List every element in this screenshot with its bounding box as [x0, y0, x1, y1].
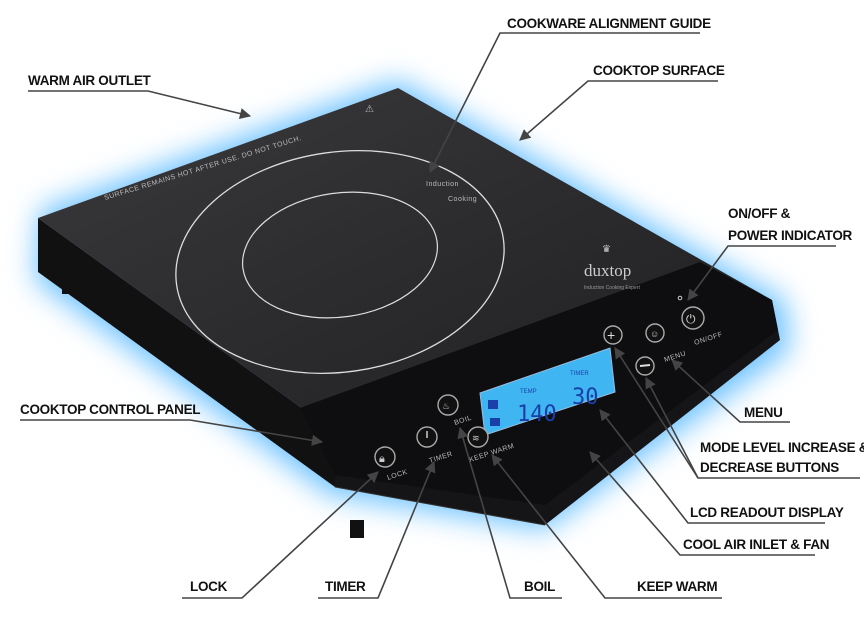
label-mode-increase: MODE LEVEL INCREASE & — [700, 440, 864, 455]
keep-warm-icon: ≋ — [472, 433, 480, 443]
label-power-indicator: POWER INDICATOR — [728, 228, 853, 243]
brand-tagline: Induction Cooking Expert — [584, 285, 640, 291]
callout-cooktop-control-panel: COOKTOP CONTROL PANEL — [20, 402, 324, 446]
plus-icon: + — [607, 327, 615, 343]
cooktop-body: Induction Cooking SURFACE REMAINS HOT AF… — [38, 88, 780, 538]
callout-cookware-alignment-guide: COOKWARE ALIGNMENT GUIDE — [429, 16, 711, 174]
label-lock: LOCK — [190, 579, 228, 594]
callout-warm-air-outlet: WARM AIR OUTLET — [28, 73, 252, 120]
outer-guide-ring — [175, 150, 505, 374]
left-side-face — [38, 218, 335, 487]
power-icon: ⏻ — [686, 312, 696, 326]
lcd-temp-label: TEMP — [520, 389, 537, 395]
callout-cooktop-surface: COOKTOP SURFACE — [519, 63, 725, 141]
callout-keep-warm: KEEP WARM — [491, 454, 722, 599]
warning-triangle-icon: ⚠ — [365, 104, 374, 115]
label-cooktop-control-panel: COOKTOP CONTROL PANEL — [20, 402, 200, 417]
label-on-off: ON/OFF & — [728, 206, 791, 221]
label-menu: MENU — [744, 405, 783, 420]
minus-icon — [639, 364, 651, 367]
inner-guide-ring — [241, 191, 439, 319]
callout-mode-buttons: MODE LEVEL INCREASE & DECREASE BUTTONS — [614, 347, 864, 479]
crown-icon: ♛ — [602, 244, 611, 255]
callout-boil: BOIL — [457, 426, 562, 599]
label-lcd-readout: LCD READOUT DISPLAY — [690, 505, 844, 520]
guide-text-cooking: Cooking — [448, 196, 477, 203]
lcd-icon-top — [488, 400, 498, 409]
foot — [350, 520, 364, 538]
menu-icon: ☺ — [650, 329, 659, 339]
boil-icon: ♨ — [442, 401, 450, 411]
decrease-button[interactable] — [635, 356, 655, 376]
brand-logo: duxtop — [584, 261, 631, 280]
callout-timer: TIMER — [318, 460, 436, 599]
lcd-temp-value: 140 — [517, 402, 557, 427]
lcd-timer-value: 30 — [572, 385, 599, 410]
label-mode-decrease: DECREASE BUTTONS — [700, 460, 839, 475]
callout-lcd: LCD READOUT DISPLAY — [599, 409, 844, 524]
increase-button[interactable]: + — [603, 325, 623, 345]
label-cookware-alignment-guide: COOKWARE ALIGNMENT GUIDE — [507, 16, 711, 31]
label-cool-air-inlet: COOL AIR INLET & FAN — [683, 537, 829, 552]
lcd-icon-bottom — [490, 418, 500, 426]
label-keep-warm: KEEP WARM — [637, 579, 717, 594]
callout-lock: LOCK — [182, 471, 379, 599]
callout-on-off: ON/OFF & POWER INDICATOR — [687, 206, 853, 301]
label-timer: TIMER — [325, 579, 366, 594]
guide-text-induction: Induction — [426, 181, 459, 188]
label-warm-air-outlet: WARM AIR OUTLET — [28, 73, 152, 88]
lcd-display: TEMP 140 TIMER 30 — [479, 347, 616, 436]
callout-menu: MENU — [671, 359, 790, 423]
lock-icon: 🔒︎ — [379, 453, 385, 465]
callout-cool-air: COOL AIR INLET & FAN — [589, 451, 830, 556]
lcd-timer-label: TIMER — [570, 371, 589, 377]
label-cooktop-surface: COOKTOP SURFACE — [593, 63, 725, 78]
power-indicator-light — [677, 295, 683, 301]
label-boil: BOIL — [524, 579, 555, 594]
